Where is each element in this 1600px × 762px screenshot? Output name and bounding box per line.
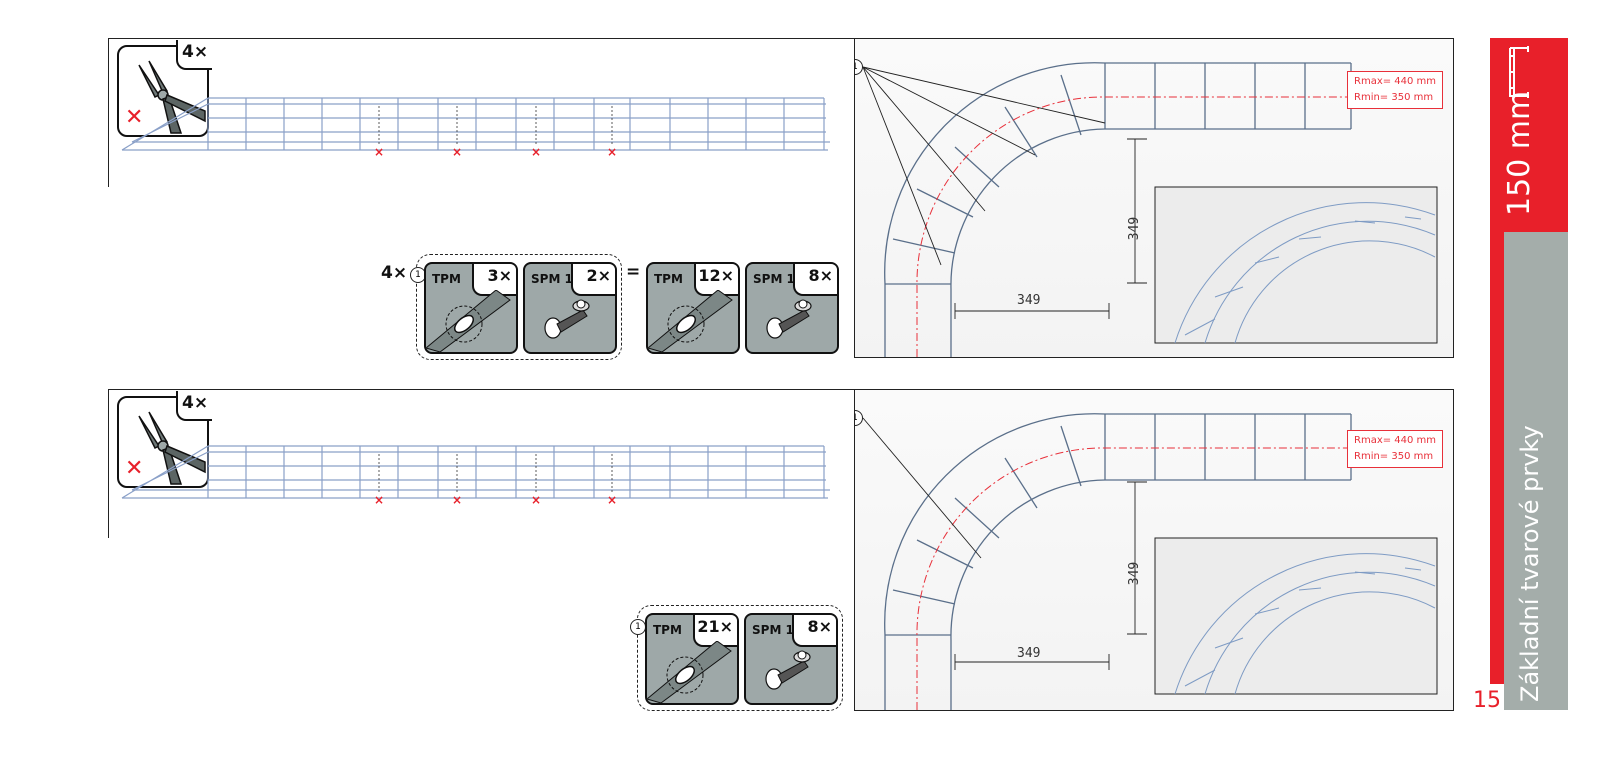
- rmin-label: Rmin= 350 mm: [1354, 451, 1434, 462]
- rmax-label: Rmax= 440 mm: [1354, 76, 1437, 87]
- step-2-radius-box: Rmax= 440 mm Rmin= 350 mm: [1347, 430, 1444, 468]
- svg-text:×: ×: [531, 145, 541, 159]
- step-1-cutter-tab: [176, 40, 212, 70]
- step-1-cutter-qty: 4×: [182, 42, 209, 62]
- part-label: SPM 1: [753, 272, 795, 286]
- step-2-part-tpm: TPM 21×: [645, 613, 739, 705]
- not-allowed-icon: ✕: [125, 456, 144, 481]
- step-2-left-frame: [108, 389, 855, 538]
- step-1-equals: =: [626, 262, 641, 282]
- bolt-cutter-icon: [138, 60, 206, 134]
- part-tab: [792, 615, 836, 647]
- svg-text:×: ×: [452, 145, 462, 159]
- part-label: SPM 1: [531, 272, 573, 286]
- sidebar-size-tab: 150 mm: [1490, 38, 1568, 232]
- step-1-bend-drawing: [862, 62, 1438, 357]
- step-2-straight-tray-drawing: × × × ×: [121, 445, 830, 507]
- part-tab: [571, 264, 615, 296]
- svg-text:×: ×: [374, 145, 384, 159]
- step-1-straight-tray-drawing: × × × ×: [121, 97, 830, 159]
- svg-text:×: ×: [531, 493, 541, 507]
- step-2-dim-horizontal: 349: [1017, 646, 1041, 661]
- sidebar-section-tab: Základní tvarové prvky: [1504, 232, 1568, 710]
- svg-text:×: ×: [607, 145, 617, 159]
- part-tab: [793, 264, 837, 296]
- step-2-dim-vertical: 349: [1127, 561, 1143, 586]
- part-qty: 8×: [807, 617, 832, 636]
- part-qty: 2×: [586, 266, 611, 285]
- part-label: TPM: [653, 623, 682, 637]
- spm-bolt-icon: [766, 299, 812, 339]
- step-2-part-spm: SPM 1 8×: [744, 613, 838, 705]
- svg-text:×: ×: [452, 493, 462, 507]
- part-qty: 21×: [697, 617, 733, 636]
- tpm-connector-icon: [648, 290, 733, 352]
- step-1-part-tpm: TPM 3×: [424, 262, 518, 354]
- step-2-bend-panel: 1 Rmax= 440 mm Rmin= 350 mm 349 349: [854, 389, 1454, 711]
- step-1-dim-horizontal: 349: [1017, 293, 1041, 308]
- step-2-cutter-qty: 4×: [182, 393, 209, 413]
- step-1-total-spm: SPM 1 8×: [745, 262, 839, 354]
- part-label: SPM 1: [752, 623, 794, 637]
- part-label: TPM: [654, 272, 683, 286]
- step-1-part-spm: SPM 1 2×: [523, 262, 617, 354]
- tpm-connector-icon: [426, 290, 511, 352]
- step-1-total-tpm: TPM 12×: [646, 262, 740, 354]
- step-1-dim-vertical: 349: [1127, 216, 1143, 241]
- rmin-label: Rmin= 350 mm: [1354, 92, 1434, 103]
- sidebar-accent-strip: [1490, 232, 1504, 684]
- rmax-label: Rmax= 440 mm: [1354, 435, 1437, 446]
- step-1-left-frame: [108, 38, 855, 187]
- tpm-connector-icon: [647, 641, 732, 703]
- part-qty: 8×: [808, 266, 833, 285]
- section-title: Základní tvarové prvky: [1516, 425, 1544, 702]
- spm-bolt-icon: [544, 299, 590, 339]
- part-label: TPM: [432, 272, 461, 286]
- spm-bolt-icon: [765, 650, 811, 690]
- part-qty: 3×: [487, 266, 512, 285]
- cable-tray-icon: [1509, 46, 1529, 98]
- step-1-parts-group: [416, 254, 622, 360]
- page-number: 15: [1473, 688, 1501, 713]
- svg-text:×: ×: [607, 493, 617, 507]
- step-2-parts-group: [637, 605, 843, 711]
- step-1-cutter-box: ✕: [117, 45, 209, 137]
- step-1-bend-panel: 1 Rmax= 440 mm Rmin= 350 mm 349 349: [854, 38, 1454, 358]
- part-qty: 12×: [698, 266, 734, 285]
- not-allowed-icon: ✕: [125, 105, 144, 130]
- step-2-cutter-tab: [176, 391, 212, 421]
- step-2-group-callout: 1: [630, 619, 646, 635]
- bolt-cutter-icon: [138, 411, 206, 485]
- step-1-radius-box: Rmax= 440 mm Rmin= 350 mm: [1347, 71, 1444, 109]
- step-1-group-multiplier: 4×: [381, 263, 408, 283]
- svg-text:×: ×: [374, 493, 384, 507]
- step-2-bend-drawing: [862, 413, 1438, 710]
- size-label: 150 mm: [1502, 90, 1537, 216]
